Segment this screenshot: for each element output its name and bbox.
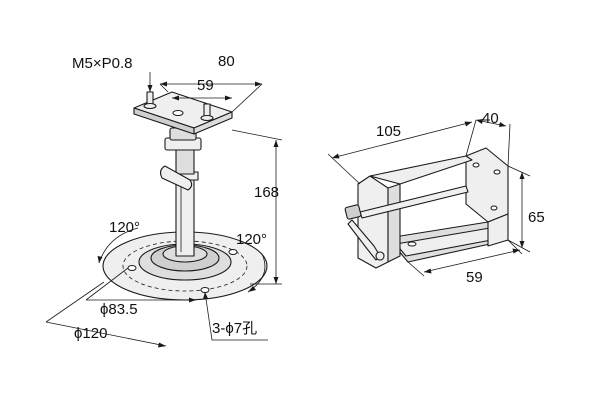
length-arrow-right — [464, 121, 472, 127]
angle-right-arrow — [248, 286, 256, 292]
back-hole-3 — [493, 169, 501, 175]
stud-left-base — [143, 102, 157, 110]
plate-width-arrow-right — [255, 81, 262, 87]
plate-width-ext-left — [159, 83, 169, 93]
plate-center-hole — [172, 110, 184, 116]
length-label: 105 — [376, 123, 401, 140]
length-dim-line — [331, 121, 473, 159]
height-ext-top-r — [507, 165, 531, 177]
height-arrow-top-r — [519, 172, 525, 179]
height-arrow-top — [273, 140, 279, 147]
clamp-figure: 105 40 65 59 — [327, 110, 545, 286]
back-hole-1 — [472, 162, 480, 168]
angle-right-label: 120° — [236, 231, 267, 248]
holes-arrow — [203, 292, 208, 299]
depth-arrow-left — [476, 119, 483, 124]
hole-pitch-arrow-right — [225, 95, 232, 101]
hole-pitch-label: 59 — [197, 77, 214, 94]
clamp-top-rail — [369, 155, 473, 185]
holes-label: 3-ϕ7孔 — [212, 320, 257, 337]
stand-pole — [159, 127, 202, 257]
screw-knob — [344, 204, 362, 220]
outer-diameter-dim-line — [45, 321, 167, 347]
plate-width-arrow-left — [160, 81, 167, 87]
clamp-lever — [159, 165, 193, 191]
angle-left-label: 120° — [109, 219, 140, 236]
threaded-rod — [359, 185, 469, 219]
length-ext-right — [465, 119, 477, 157]
mount-hole-right — [228, 249, 238, 255]
depth-ext-right — [507, 123, 511, 167]
outer-diameter-ext — [45, 281, 105, 323]
pole-lower — [175, 177, 195, 257]
height-ext-top — [231, 129, 283, 141]
plate-width-ext-right — [231, 83, 263, 113]
width-arrow-right-r — [512, 248, 520, 254]
handle-tip — [375, 251, 385, 261]
width-ext-right-r — [507, 239, 523, 255]
mount-hole-left — [127, 265, 137, 271]
length-ext-left — [327, 153, 361, 185]
stud-right-base — [200, 114, 214, 122]
height-label: 168 — [254, 184, 279, 201]
plate-width-label: 80 — [218, 53, 235, 70]
inner-diameter-arrow — [189, 297, 196, 303]
stand-figure: M5×P0.8 80 59 168 120° 120° ϕ83.5 — [45, 53, 283, 348]
clamp-back-plate — [465, 147, 509, 223]
height-arrow-bottom-r — [519, 241, 525, 248]
outer-diameter-arrow — [158, 342, 166, 348]
plate-side-face — [193, 111, 233, 135]
width-arrow-left-r — [424, 268, 432, 274]
thread-label: M5×P0.8 — [72, 55, 132, 72]
width-label-r: 59 — [466, 269, 483, 286]
clamp-screw — [344, 185, 469, 261]
width-dim-line-r — [423, 249, 521, 273]
angle-left-arrow — [97, 256, 103, 263]
height-ext-bottom-r — [507, 239, 531, 253]
screw-handle — [347, 219, 381, 261]
holes-leader — [204, 291, 268, 341]
width-ext-left-r — [407, 261, 425, 277]
depth-arrow-right — [499, 122, 506, 127]
inner-diameter-label: ϕ83.5 — [100, 301, 138, 318]
height-label-r: 65 — [528, 209, 545, 226]
outer-diameter-label: ϕ120 — [74, 325, 107, 342]
thread-arrow — [147, 85, 153, 92]
height-arrow-bottom — [273, 277, 279, 284]
mount-hole-front — [200, 287, 210, 293]
clamp-front-jaw-edge — [387, 183, 401, 263]
inner-diameter-ext — [85, 267, 129, 301]
length-arrow-left — [332, 153, 340, 159]
back-hole-2 — [490, 205, 498, 211]
depth-label: 40 — [482, 110, 499, 127]
top-plate — [133, 91, 233, 135]
stand-base — [102, 231, 268, 301]
bottom-hole — [407, 241, 417, 247]
hole-pitch-arrow-left — [172, 95, 179, 101]
